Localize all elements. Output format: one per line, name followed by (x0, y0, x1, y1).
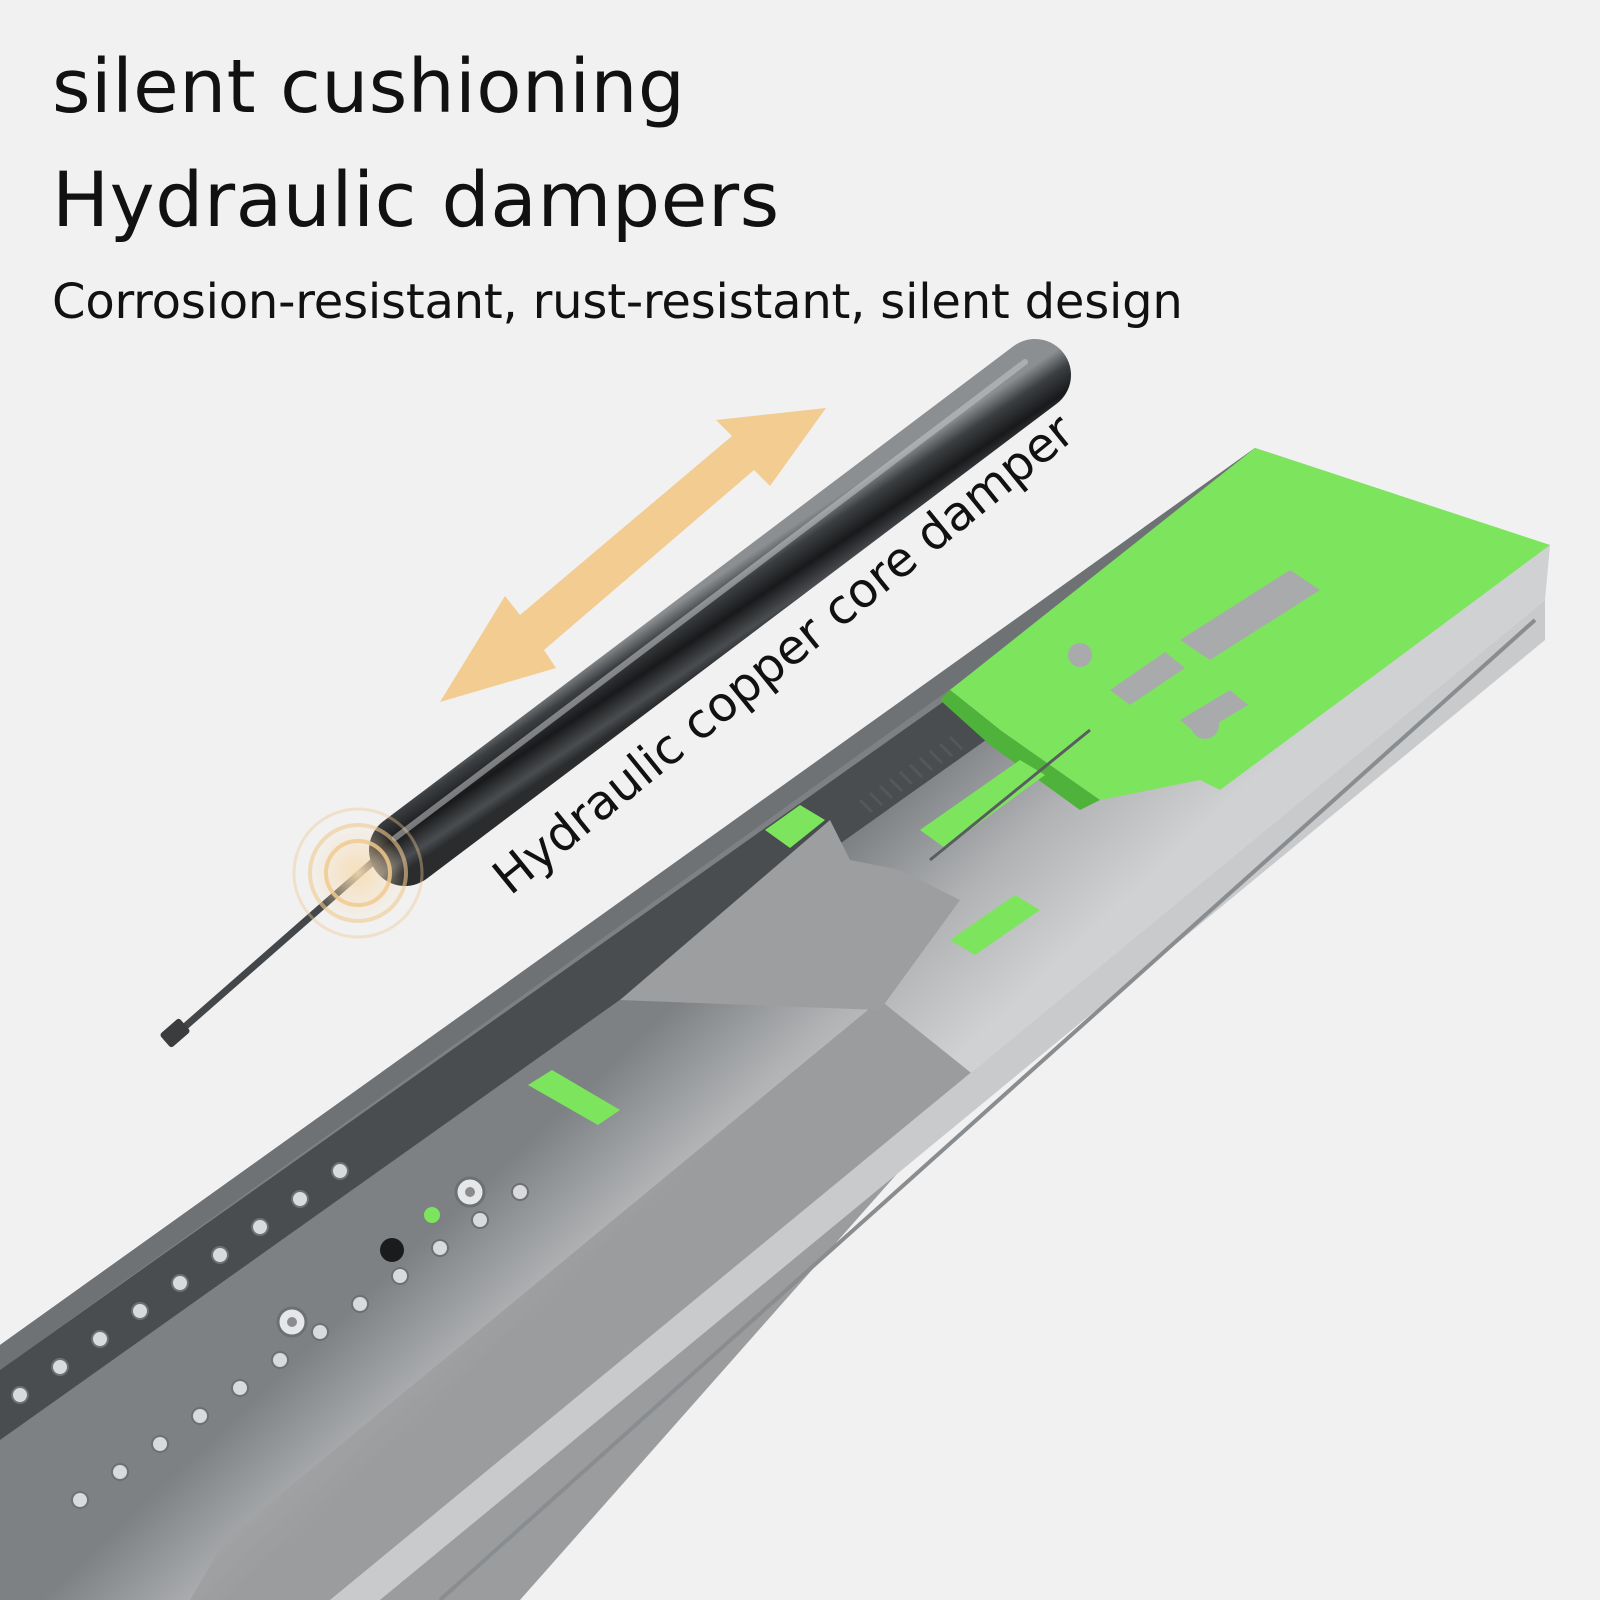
plate-green-dot (424, 1207, 440, 1223)
headline-feature-description: Corrosion-resistant, rust-resistant, sil… (52, 274, 1183, 330)
rail-channel (0, 690, 1000, 1440)
vibration-rings (292, 807, 424, 939)
ball-bearings (11, 1162, 529, 1509)
damper-hole (1191, 711, 1219, 739)
motion-arrow (440, 408, 826, 702)
damper-piston-wire (929, 728, 1091, 862)
plate-green-tab (528, 1070, 620, 1125)
latch-green (765, 805, 825, 848)
headline-hydraulic-dampers: Hydraulic dampers (52, 155, 780, 244)
plate-hole (380, 1238, 404, 1262)
inner-slide-tongue (620, 820, 960, 1010)
rail-groove (438, 618, 1537, 1600)
damper-hole (1068, 643, 1092, 667)
latch-green (950, 895, 1040, 955)
damper-housing-shadow (940, 690, 1100, 810)
plate-screw (276, 1176, 486, 1338)
damper-spring (858, 735, 964, 814)
rail-lower-flange (330, 600, 1545, 1600)
rail-top-lip (0, 448, 1270, 1370)
latch-green (920, 760, 1045, 848)
inner-slide-plate (190, 1000, 980, 1600)
headline-silent-cushioning: silent cushioning (52, 44, 686, 130)
